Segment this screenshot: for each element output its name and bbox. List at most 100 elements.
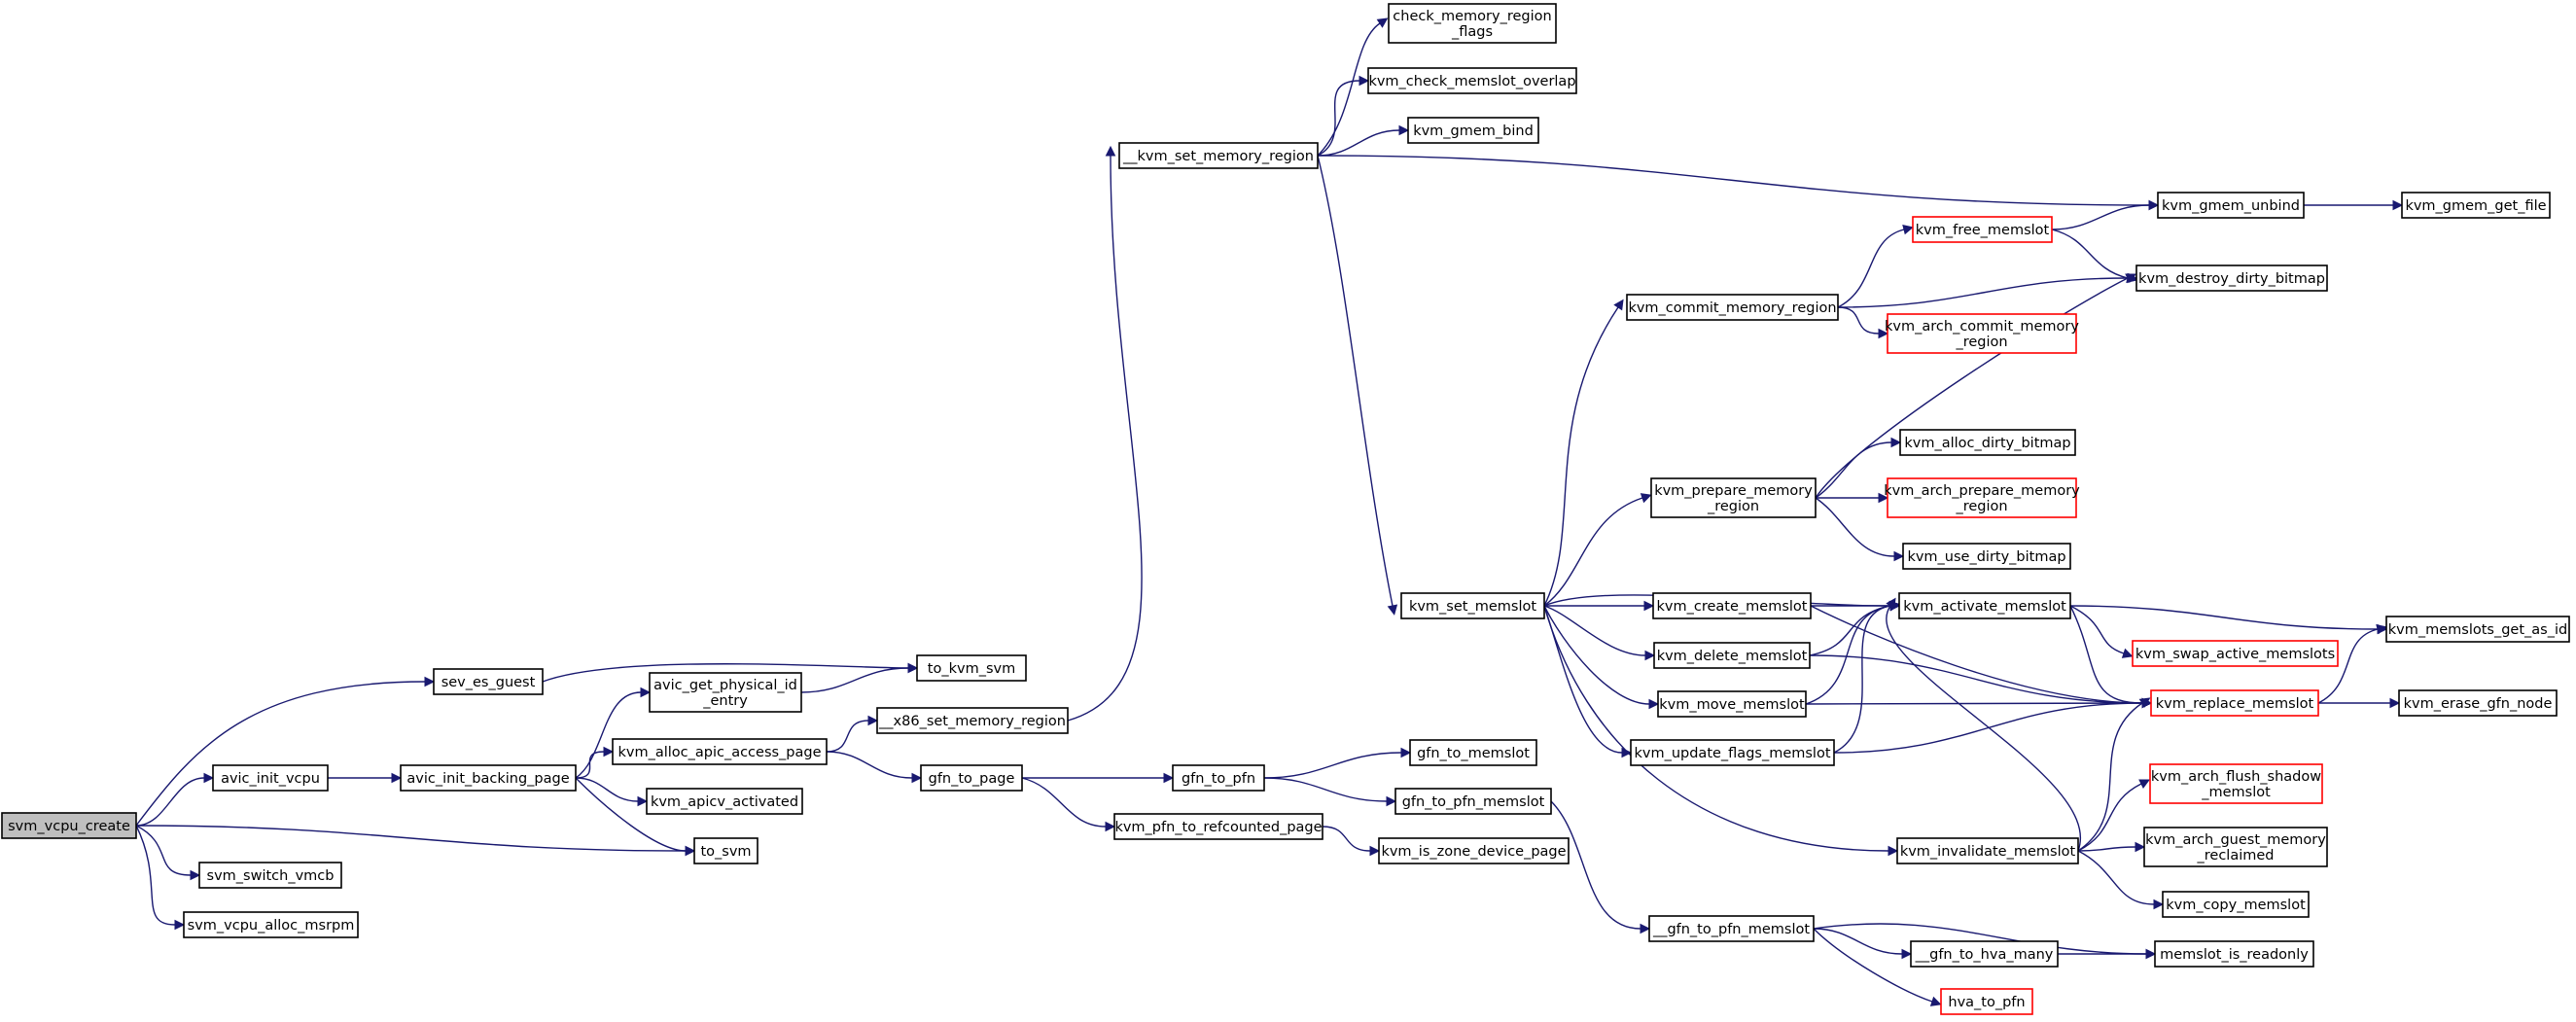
node-hva-to-pfn[interactable]: hva_to_pfn [1940,988,2033,1015]
node-svm-vcpu-alloc-msrpm[interactable]: svm_vcpu_alloc_msrpm [183,911,359,938]
node-kvm-alloc-apic-access-page[interactable]: kvm_alloc_apic_access_page [612,738,828,765]
node-avic-get-physical-id-entry[interactable]: avic_get_physical_id_entry [649,672,802,713]
node-check-memory-region-flags[interactable]: check_memory_region_flags [1388,3,1557,44]
node-kvm-pfn-to-refcounted-page[interactable]: kvm_pfn_to_refcounted_page [1113,813,1323,840]
edge-gfn-to-pfn-to-gfn-to-memslot [1263,747,1412,779]
node-gfn-to-page[interactable]: gfn_to_page [920,764,1023,792]
node-kvm-arch-flush-shadow-memslot[interactable]: kvm_arch_flush_shadow_memslot [2149,763,2323,804]
edge-kvm-prepare-memory-region-to-kvm-use-dirty-bitmap [1815,497,1905,562]
node-kvm-check-memslot-overlap[interactable]: kvm_check_memslot_overlap [1367,67,1577,94]
node-kvm-gmem-unbind[interactable]: kvm_gmem_unbind [2157,192,2305,219]
node-label: kvm_arch_flush_shadow [2151,769,2321,785]
node-box [612,738,828,765]
edge-kvm-set-memslot-to-kvm-move-memslot [1543,605,1660,710]
edge-gfn-to-pfn-memslot-to-hva-to-pfn [1813,928,1942,1006]
node-kvm-gmem-bind[interactable]: kvm_gmem_bind [1407,117,1539,144]
arrowhead [911,772,923,784]
node-kvm-create-memslot[interactable]: kvm_create_memslot [1652,592,1812,619]
node-svm-switch-vmcb[interactable]: svm_switch_vmcb [198,862,342,889]
edge-kvm-prepare-memory-region-to-kvm-alloc-dirty-bitmap [1815,437,1902,499]
node-gfn-to-memslot[interactable]: gfn_to_memslot [1409,739,1537,766]
node-to-kvm-svm[interactable]: to_kvm_svm [916,654,1027,682]
node-kvm-move-memslot[interactable]: kvm_move_memslot [1657,690,1807,718]
node-label: avic_init_vcpu [221,771,320,787]
node-kvm-set-memory-region[interactable]: __kvm_set_memory_region [1118,142,1319,169]
node-kvm-apicv-activated[interactable]: kvm_apicv_activated [646,788,803,815]
edge-kvm-free-memslot-to-kvm-gmem-unbind [2051,199,2160,230]
node-box [916,654,1027,682]
node-kvm-prepare-memory-region[interactable]: kvm_prepare_memory_region [1650,477,1817,518]
arrowhead [203,772,215,784]
node-svm-vcpu-create[interactable]: svm_vcpu_create [1,812,137,839]
node-kvm-alloc-dirty-bitmap[interactable]: kvm_alloc_dirty_bitmap [1899,429,2076,456]
node-kvm-erase-gfn-node[interactable]: kvm_erase_gfn_node [2398,689,2558,717]
edge-avic-init-backing-page-to-kvm-apicv-activated [575,777,649,807]
node-kvm-commit-memory-region[interactable]: kvm_commit_memory_region [1626,294,1839,321]
node-gfn-to-pfn-memslot[interactable]: gfn_to_pfn_memslot [1394,788,1552,815]
node-avic-init-backing-page[interactable]: avic_init_backing_page [400,764,577,792]
node-label: gfn_to_memslot [1417,746,1530,761]
node-x86-set-memory-region[interactable]: __x86_set_memory_region [876,707,1069,734]
node-box [433,668,544,695]
node-memslot-is-readonly[interactable]: memslot_is_readonly [2154,940,2314,968]
node-sev-es-guest[interactable]: sev_es_guest [433,668,544,695]
node-kvm-gmem-get-file[interactable]: kvm_gmem_get_file [2401,192,2551,219]
node-kvm-arch-prepare-memory-region[interactable]: kvm_arch_prepare_memory_region [1884,477,2080,518]
edge-svm-vcpu-create-to-avic-init-vcpu [135,772,215,827]
arrowhead [174,919,186,931]
node-gfn-to-pfn-memslot[interactable]: __gfn_to_pfn_memslot [1648,915,1815,942]
node-label: kvm_memslots_get_as_id [2388,622,2567,638]
edge-kvm-create-memslot-to-kvm-activate-memslot [1810,600,1901,612]
edge-kvm-replace-memslot-to-kvm-erase-gfn-node [2318,697,2401,709]
node-kvm-copy-memslot[interactable]: kvm_copy_memslot [2162,891,2310,918]
node-kvm-activate-memslot[interactable]: kvm_activate_memslot [1898,592,2071,619]
node-gfn-to-pfn[interactable]: gfn_to_pfn [1172,764,1265,792]
node-box [2150,689,2319,717]
node-box [1409,739,1537,766]
node-label: _flags [1451,24,1493,40]
edge-kvm-invalidate-memslot-to-kvm-copy-memslot [2077,850,2165,910]
arrowhead [1398,124,1410,136]
node-to-svm[interactable]: to_svm [693,837,759,864]
node-kvm-invalidate-memslot[interactable]: kvm_invalidate_memslot [1896,837,2079,864]
node-box [1378,837,1570,864]
edge-avic-get-physical-id-entry-to-to-kvm-svm [800,662,919,693]
node-box [2398,689,2558,717]
edge-kvm-set-memory-region-to-kvm-set-memslot [1317,155,1398,616]
node-label: __gfn_to_pfn_memslot [1652,922,1810,937]
node-kvm-use-dirty-bitmap[interactable]: kvm_use_dirty_bitmap [1902,543,2071,570]
arrowhead [1644,650,1656,661]
node-kvm-update-flags-memslot[interactable]: kvm_update_flags_memslot [1630,739,1835,766]
edge-kvm-set-memory-region-to-check-memory-region-flags [1317,18,1389,157]
node-kvm-memslots-get-as-id[interactable]: kvm_memslots_get_as_id [2385,616,2570,643]
node-kvm-arch-commit-memory-region[interactable]: kvm_arch_commit_memory_region [1885,313,2079,354]
node-box [1653,642,1811,669]
node-kvm-destroy-dirty-bitmap[interactable]: kvm_destroy_dirty_bitmap [2135,264,2328,292]
node-box [1400,592,1545,619]
node-kvm-arch-guest-memory-reclaimed[interactable]: kvm_arch_guest_memory_reclaimed [2143,827,2328,867]
node-label: check_memory_region [1393,9,1551,24]
node-avic-init-vcpu[interactable]: avic_init_vcpu [212,764,329,792]
node-kvm-is-zone-device-page[interactable]: kvm_is_zone_device_page [1378,837,1570,864]
node-kvm-delete-memslot[interactable]: kvm_delete_memslot [1653,642,1811,669]
node-label: kvm_activate_memslot [1903,599,2066,615]
node-label: kvm_prepare_memory [1654,483,1813,499]
node-label: kvm_gmem_bind [1413,123,1534,139]
node-box [1113,813,1323,840]
node-label: kvm_arch_guest_memory [2145,832,2326,848]
node-label: kvm_is_zone_device_page [1381,844,1566,860]
node-box [1650,477,1817,518]
node-label: _memslot [2201,785,2271,800]
arrowhead [867,715,879,726]
node-kvm-free-memslot[interactable]: kvm_free_memslot [1912,216,2053,243]
edge-kvm-set-memory-region-to-kvm-check-memslot-overlap [1317,75,1370,157]
node-kvm-swap-active-memslots[interactable]: kvm_swap_active_memslots [2132,640,2339,667]
node-box [1912,216,2053,243]
edge-svm-vcpu-create-to-to-svm [135,825,696,857]
node-kvm-set-memslot[interactable]: kvm_set_memslot [1400,592,1545,619]
node-gfn-to-hva-many[interactable]: __gfn_to_hva_many [1910,940,2059,968]
arrowhead [1640,923,1651,934]
node-kvm-replace-memslot[interactable]: kvm_replace_memslot [2150,689,2319,717]
edge-kvm-alloc-apic-access-page-to-gfn-to-page [826,751,923,784]
